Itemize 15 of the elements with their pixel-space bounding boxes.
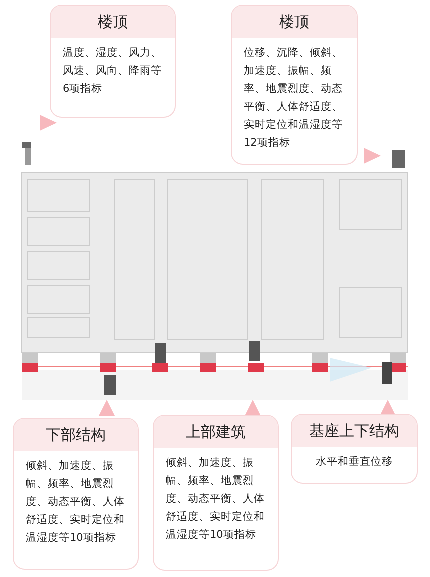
card-text: 温度、湿度、风力、风速、风向、降雨等6项指标 <box>62 46 163 97</box>
card-text: 水平和垂直位移 <box>315 455 394 470</box>
info-card <box>153 415 279 571</box>
card-text: 倾斜、加速度、振幅、频率、地震烈度、动态平衡、人体舒适度、实时定位和温湿度等10项指标 <box>165 456 266 543</box>
info-card <box>291 414 418 484</box>
card-heading: 楼顶 <box>232 6 357 38</box>
card-text: 位移、沉降、倾斜、加速度、振幅、频率、地震烈度、动态平衡、人体舒适度、实时定位和温湿度等12项指标 <box>243 46 344 151</box>
info-card <box>13 418 139 570</box>
card-heading: 楼顶 <box>51 6 175 38</box>
card-text: 倾斜、加速度、振幅、频率、地震烈度、动态平衡、人体舒适度、实时定位和温湿度等10项指标 <box>25 459 126 546</box>
info-card <box>50 5 176 118</box>
card-heading: 下部结构 <box>14 419 138 451</box>
info-card <box>231 5 358 165</box>
card-heading: 上部建筑 <box>154 416 278 448</box>
card-heading: 基座上下结构 <box>292 415 417 447</box>
